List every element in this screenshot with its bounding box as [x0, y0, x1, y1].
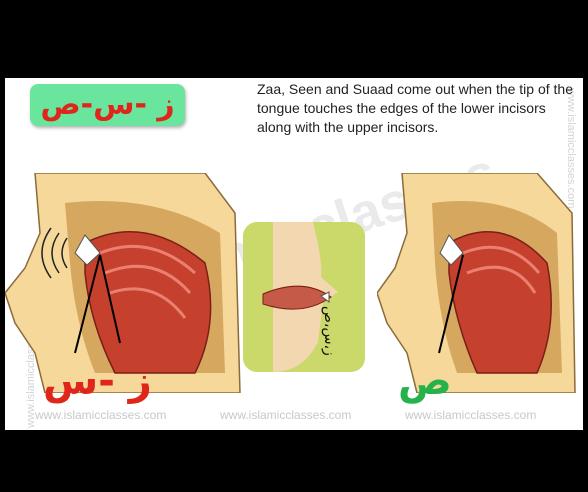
- top-letterbox-bar: [0, 0, 588, 78]
- inset-arabic-label: ز،س،ص: [321, 306, 337, 356]
- video-frame[interactable]: islamicclasses www.islamicclasses.com ww…: [5, 78, 583, 430]
- heading-letters: ز -س-ص: [40, 87, 174, 122]
- heading-letters-box: ز -س-ص: [30, 84, 185, 126]
- bottom-letterbox-bar: [0, 430, 588, 492]
- bottom-watermark-3: www.islamicclasses.com: [405, 408, 536, 422]
- left-arabic-letters: ز -س: [43, 358, 152, 404]
- bottom-watermark-1: www.islamicclasses.com: [35, 408, 166, 422]
- center-tongue-inset: [243, 222, 365, 372]
- right-arabic-letter: ص: [398, 358, 452, 404]
- caption-text: Zaa, Seen and Suaad come out when the ti…: [257, 80, 577, 137]
- bottom-watermark-2: www.islamicclasses.com: [220, 408, 351, 422]
